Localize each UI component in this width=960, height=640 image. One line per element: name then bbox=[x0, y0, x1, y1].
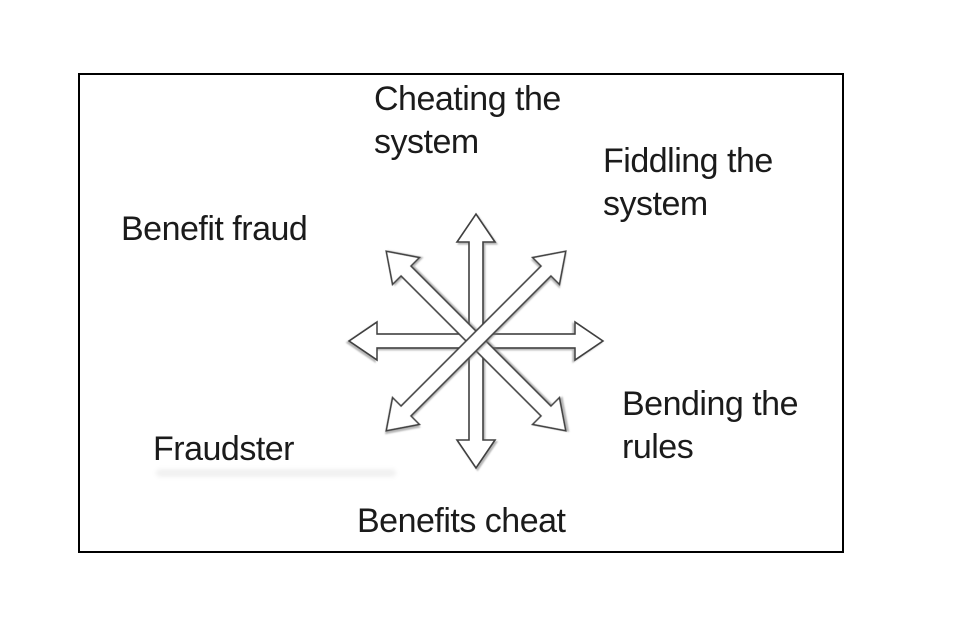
label-benefit-fraud: Benefit fraud bbox=[121, 210, 308, 248]
label-cheating-the-system: Cheating the system bbox=[374, 80, 561, 161]
label-bending-the-rules: Bending the rules bbox=[622, 385, 799, 466]
ghost-text-artifact bbox=[156, 469, 396, 477]
label-benefits-cheat: Benefits cheat bbox=[357, 502, 566, 540]
label-fiddling-the-system: Fiddling the system bbox=[603, 142, 773, 223]
label-fraudster: Fraudster bbox=[153, 430, 295, 468]
